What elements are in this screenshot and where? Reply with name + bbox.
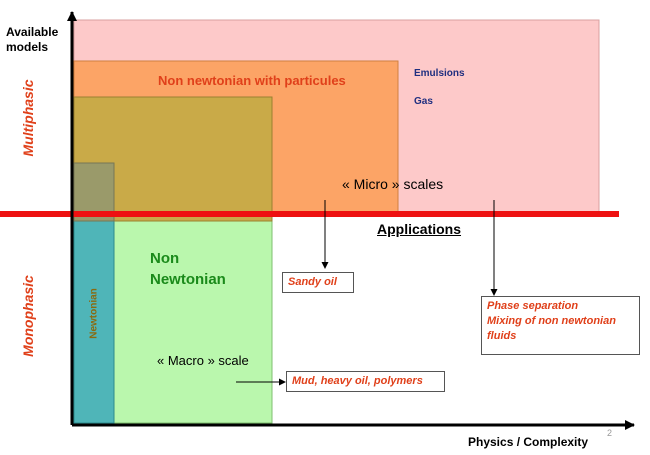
phase-separation-line3: fluids xyxy=(487,330,517,342)
multiphasic-label: Multiphasic xyxy=(20,79,36,157)
applications-label: Applications xyxy=(377,221,462,237)
newtonian-bar xyxy=(73,212,115,424)
particules-label: Non newtonian with particules xyxy=(158,73,346,88)
y-axis-label: Available models xyxy=(6,25,58,55)
callout-mud: Mud, heavy oil, polymers xyxy=(286,371,445,392)
non-newtonian-label-line1: Non xyxy=(150,250,180,267)
y-axis-label-line1: Available xyxy=(6,25,59,39)
macro-scale-label: « Macro » scale xyxy=(157,353,249,368)
gas-label: Gas xyxy=(414,96,433,107)
non-newtonian-label: Non Newtonian xyxy=(150,248,226,290)
micro-scales-label: « Micro » scales xyxy=(342,176,444,192)
y-axis-label-line2: models xyxy=(6,40,49,54)
monophasic-label: Monophasic xyxy=(20,275,36,357)
non-newtonian-label-line2: Newtonian xyxy=(150,271,226,288)
phase-separation-line2: Mixing of non newtonian xyxy=(487,315,616,327)
page-number: 2 xyxy=(607,428,613,438)
emulsions-label: Emulsions xyxy=(414,68,465,79)
callout-sandy-oil: Sandy oil xyxy=(282,272,354,293)
callout-phase-separation: Phase separation Mixing of non newtonian… xyxy=(481,296,640,355)
phase-separation-line1: Phase separation xyxy=(487,300,579,312)
x-axis-label: Physics / Complexity xyxy=(468,435,589,449)
newtonian-label: Newtonian xyxy=(88,288,100,339)
separator-line xyxy=(0,211,619,217)
